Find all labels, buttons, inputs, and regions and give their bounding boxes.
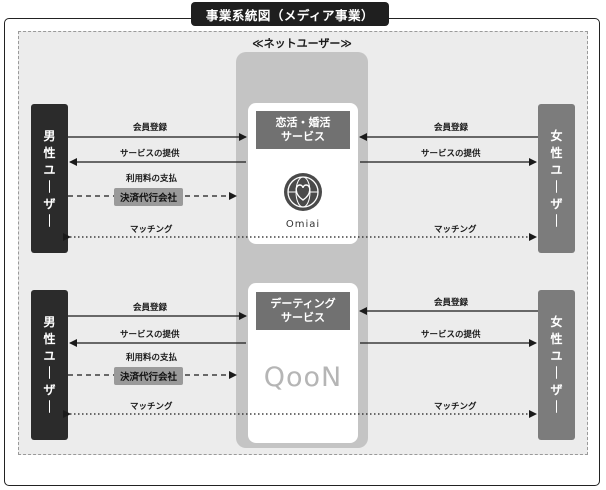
service-title-qoon: デーティング サービス bbox=[256, 292, 350, 330]
label-matching-left-2: マッチング bbox=[130, 402, 173, 412]
label-signup-right-2: 会員登録 bbox=[434, 298, 469, 308]
female-user-char: ｜ bbox=[550, 213, 563, 228]
label-signup-left-2: 会員登録 bbox=[133, 303, 168, 313]
male-user-box-1: 男 性 ユ ｜ ザ ｜ bbox=[31, 104, 68, 253]
male-user-char: 性 bbox=[43, 332, 56, 346]
net-user-label: ≪ネットユーザー≫ bbox=[252, 37, 352, 50]
female-user-char: 性 bbox=[550, 332, 563, 346]
label-matching-left-1: マッチング bbox=[130, 225, 173, 235]
payment-agent-box-2: 決済代行会社 bbox=[114, 367, 184, 385]
male-user-char: 性 bbox=[43, 145, 56, 160]
male-user-box-2: 男 性 ユ ｜ ザ ｜ bbox=[31, 290, 68, 440]
male-user-char: ユ bbox=[43, 349, 56, 363]
female-user-char: ユ bbox=[550, 162, 563, 177]
male-user-char: ｜ bbox=[43, 213, 56, 228]
female-user-char: 女 bbox=[550, 128, 563, 143]
label-provide-left-2: サービスの提供 bbox=[120, 330, 180, 340]
label-signup-right-1: 会員登録 bbox=[434, 123, 469, 133]
label-matching-right-2: マッチング bbox=[434, 402, 477, 412]
label-payment-1: 利用料の支払 bbox=[126, 174, 178, 184]
female-user-char: ザ bbox=[550, 196, 563, 211]
male-user-char: 男 bbox=[43, 128, 56, 143]
male-user-char: ザ bbox=[43, 196, 56, 211]
label-signup-left-1: 会員登録 bbox=[133, 123, 168, 133]
qoon-logo-text: QooN bbox=[263, 362, 343, 393]
female-user-char: ｜ bbox=[550, 400, 563, 414]
label-payment-2: 利用料の支払 bbox=[126, 353, 178, 363]
female-user-char: 性 bbox=[550, 145, 563, 160]
label-provide-right-2: サービスの提供 bbox=[421, 330, 481, 340]
omiai-logo-text: Omiai bbox=[285, 219, 321, 230]
service-title-line: デーティング bbox=[270, 297, 336, 310]
service-title-line: サービス bbox=[281, 311, 325, 324]
label-provide-right-1: サービスの提供 bbox=[421, 149, 481, 159]
omiai-logo-icon bbox=[284, 173, 322, 211]
label-provide-left-1: サービスの提供 bbox=[120, 149, 180, 159]
service-title-omiai: 恋活・婚活 サービス bbox=[256, 111, 350, 149]
female-user-box-1: 女 性 ユ ｜ ザ ｜ bbox=[538, 104, 575, 253]
payment-agent-box-1: 決済代行会社 bbox=[114, 188, 184, 206]
male-user-char: ｜ bbox=[43, 366, 56, 380]
diagram-title: 事業系統図（メディア事業） bbox=[191, 2, 389, 26]
male-user-char: ｜ bbox=[43, 179, 56, 194]
service-title-line: サービス bbox=[281, 130, 325, 143]
label-matching-right-1: マッチング bbox=[434, 225, 477, 235]
male-user-char: 男 bbox=[43, 315, 56, 329]
female-user-char: ｜ bbox=[550, 179, 563, 194]
female-user-char: ｜ bbox=[550, 366, 563, 380]
female-user-char: 女 bbox=[550, 315, 563, 329]
male-user-char: ザ bbox=[43, 383, 56, 397]
service-title-line: 恋活・婚活 bbox=[275, 116, 331, 129]
female-user-char: ザ bbox=[550, 383, 563, 397]
male-user-char: ユ bbox=[43, 162, 56, 177]
male-user-char: ｜ bbox=[43, 400, 56, 414]
female-user-box-2: 女 性 ユ ｜ ザ ｜ bbox=[538, 290, 575, 440]
female-user-char: ユ bbox=[550, 349, 563, 363]
